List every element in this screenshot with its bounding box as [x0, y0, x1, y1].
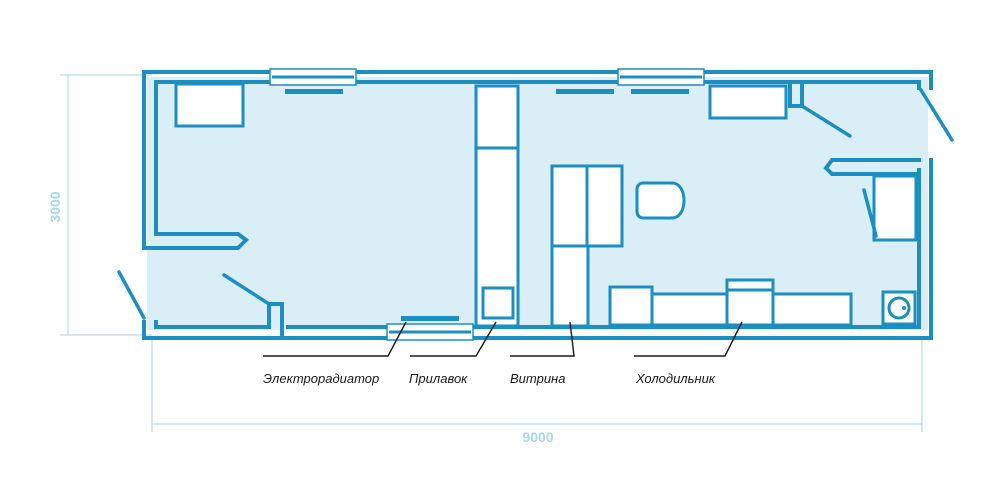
chair-seat — [635, 181, 679, 220]
radiator — [556, 89, 614, 94]
interior-walls — [142, 80, 921, 340]
cabinet — [708, 84, 788, 120]
heater-label: Электрорадиатор — [263, 371, 379, 386]
counter-label: Прилавок — [409, 371, 468, 386]
chair-back — [671, 181, 686, 220]
dimension-lines: 3000 9000 — [47, 74, 923, 445]
showcase-lower — [550, 244, 590, 328]
radiators — [285, 89, 689, 321]
labels: Электрорадиатор Прилавок Витрина Холодил… — [263, 371, 716, 386]
leader-lines — [263, 321, 743, 357]
showcase-label: Витрина — [510, 371, 565, 386]
worktop — [650, 292, 730, 327]
door-leaf — [222, 273, 271, 306]
closet — [872, 174, 918, 242]
counter — [474, 84, 520, 328]
radiator — [631, 89, 689, 94]
doors — [117, 88, 954, 320]
door-leaf — [800, 104, 852, 138]
cabinet-bottom — [608, 285, 654, 327]
cabinet — [174, 82, 245, 128]
worktop — [771, 292, 853, 327]
counter-box — [481, 286, 515, 320]
height-dimension-label: 3000 — [47, 191, 63, 222]
radiator — [401, 316, 459, 321]
door-leaf — [117, 270, 146, 320]
width-dimension-label: 9000 — [522, 429, 553, 445]
furniture — [174, 82, 918, 328]
fridge — [725, 278, 775, 327]
floor-area — [147, 77, 928, 330]
fridge-label: Холодильник — [635, 371, 716, 386]
door-leaf — [919, 88, 954, 142]
radiator — [285, 89, 343, 94]
windows — [269, 68, 705, 341]
